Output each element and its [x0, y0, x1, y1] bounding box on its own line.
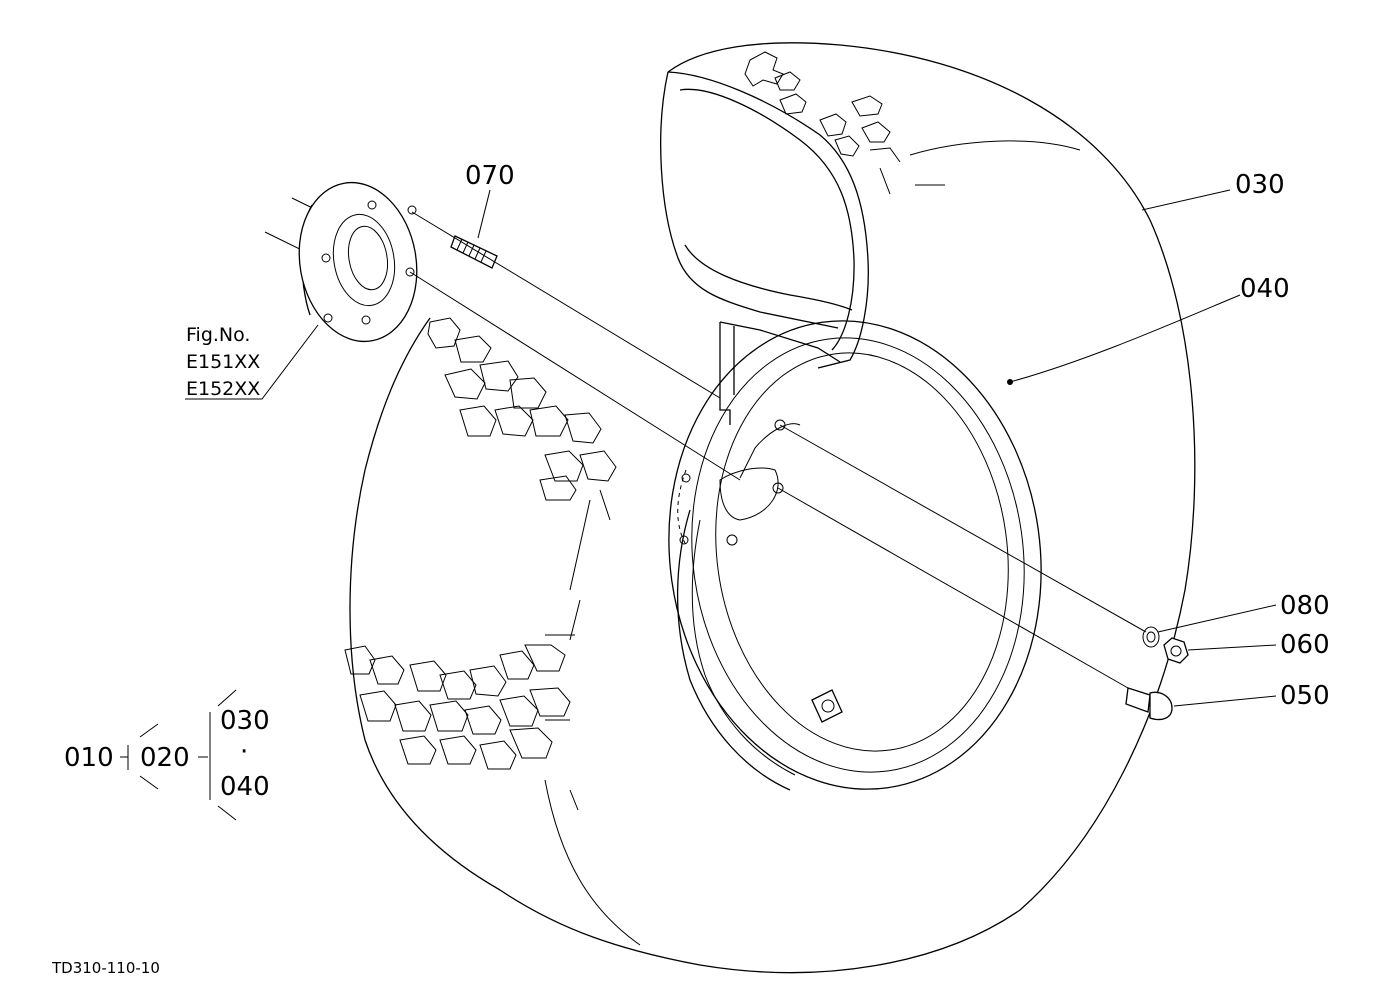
spring-washer [1142, 626, 1160, 648]
fig-ref-line1: E151XX [186, 351, 260, 373]
valve-bolt [1125, 687, 1173, 721]
hex-nut [1163, 637, 1189, 664]
callout-030: 030 [1235, 170, 1285, 200]
fig-ref-title: Fig.No. [186, 324, 250, 346]
stud-bolt [450, 235, 498, 269]
callout-leaders [185, 189, 1277, 707]
callout-070: 070 [465, 161, 515, 191]
hierarchy-root: 010 [64, 743, 114, 773]
tread-pattern-left-lower [344, 634, 579, 811]
callout-060: 060 [1280, 630, 1330, 660]
rim [668, 320, 1042, 791]
hierarchy-dot: · [240, 737, 248, 767]
callout-050: 050 [1280, 681, 1330, 711]
assembly-lines [409, 211, 1147, 689]
callout-040: 040 [1240, 274, 1290, 304]
part-hierarchy [120, 689, 237, 821]
hierarchy-child: 020 [140, 743, 190, 773]
hierarchy-top: 030 [220, 706, 270, 736]
wheel-hub-flange [264, 181, 418, 343]
tread-pattern-left-upper [427, 317, 617, 641]
tread-pattern-top [744, 51, 945, 195]
tire-cutaway-section [660, 71, 869, 425]
diagram-code: TD310-110-10 [51, 959, 160, 977]
callout-080: 080 [1280, 591, 1330, 621]
tire-body [349, 42, 1196, 974]
fig-ref-line2: E152XX [186, 378, 260, 400]
hierarchy-bottom: 040 [220, 772, 270, 802]
